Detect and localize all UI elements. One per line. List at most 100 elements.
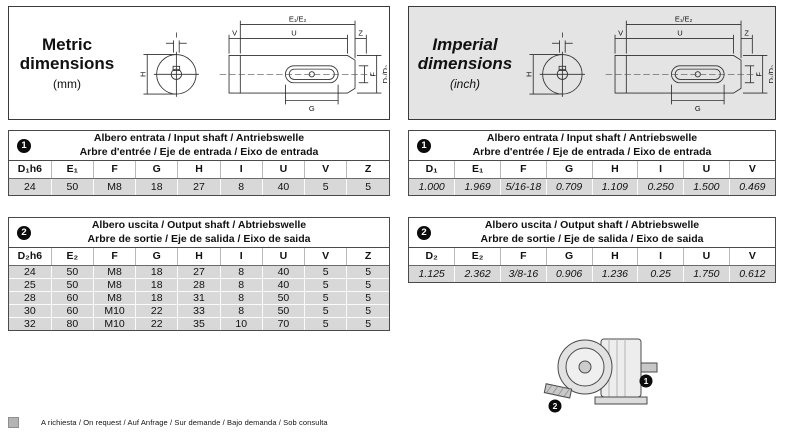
table-header: 1 Albero entrata / Input shaft / Antrieb… (9, 131, 389, 161)
table-cell: 5 (304, 317, 348, 330)
table-cell: 5 (304, 291, 348, 305)
metric-input-shaft-table: 1 Albero entrata / Input shaft / Antrieb… (8, 130, 390, 196)
callout-1-number: 1 (644, 376, 649, 386)
column-header: I (220, 248, 263, 266)
table-cell: 18 (135, 178, 179, 195)
callout-badges: 1 2 (548, 374, 653, 413)
table-cell: 0.612 (729, 265, 775, 282)
table-cell: 50 (262, 304, 306, 318)
column-header: E₂ (454, 248, 501, 266)
column-header: V (729, 248, 775, 266)
dim-label-f: F (369, 72, 378, 77)
table-cell: 25 (9, 278, 52, 292)
column-header: E₁ (454, 161, 501, 179)
imperial-panel-title: Imperial dimensions (inch) (409, 7, 521, 119)
table-cell: 8 (220, 291, 263, 305)
column-header: V (304, 161, 348, 179)
column-header: Z (346, 161, 389, 179)
table-cell: 2.362 (454, 265, 501, 282)
column-header: F (93, 248, 137, 266)
metric-drawing-area: I H V E₁/E₂ U Z G F D₁/D₂ (125, 7, 389, 119)
table-cell: 8 (220, 304, 263, 318)
table-cell: 1.969 (454, 178, 501, 195)
table-cell: 5 (304, 278, 348, 292)
table-cell: 40 (262, 278, 306, 292)
column-header: H (592, 248, 639, 266)
table-cell: M8 (93, 291, 137, 305)
table-cell: M10 (93, 317, 137, 330)
table-title-line2: Arbre de sortie / Eje de salida / Eixo d… (87, 232, 311, 245)
table-header: 2 Albero uscita / Output shaft / Abtrieb… (409, 218, 775, 248)
table-title-line2: Arbre d'entrée / Eje de entrada / Eixo d… (472, 145, 712, 158)
shaft-dimension-drawing: I H V E₁/E₂ U Z G F D₁/D₂ (138, 15, 387, 113)
table-cell: 33 (177, 304, 221, 318)
footnote-text: A richiesta / On request / Auf Anfrage /… (41, 418, 328, 427)
panel-title-line2: dimensions (417, 54, 513, 73)
dim-label-g: G (309, 104, 315, 113)
table-cell: 0.25 (637, 265, 684, 282)
table-cell: M8 (93, 265, 137, 279)
table-cell: 27 (177, 265, 221, 279)
callout-2-badge: 2 (17, 225, 31, 240)
table-cell: 0.709 (546, 178, 593, 195)
column-header: G (546, 161, 593, 179)
table-cell: 60 (51, 291, 94, 305)
table-cell: 1.236 (592, 265, 639, 282)
table-header: 2 Albero uscita / Output shaft / Abtrieb… (9, 218, 389, 248)
dim-label-i: I (175, 31, 177, 40)
dim-label-g: G (695, 104, 701, 113)
column-header: G (546, 248, 593, 266)
column-header: H (592, 161, 639, 179)
column-header: G (135, 161, 179, 179)
table-cell: 28 (9, 291, 52, 305)
column-header: F (93, 161, 137, 179)
column-header: E₂ (51, 248, 94, 266)
table-cell: 5 (304, 265, 348, 279)
table-cell: 1.000 (409, 178, 456, 195)
column-header: I (637, 161, 684, 179)
table-cell: 3/8-16 (500, 265, 547, 282)
callout-badge-cell: 2 (9, 218, 39, 247)
column-header: D₁ (409, 161, 456, 179)
column-header: V (304, 248, 348, 266)
table-cell: 30 (9, 304, 52, 318)
table-cell: 5/16-18 (500, 178, 547, 195)
table-cell: 27 (177, 178, 221, 195)
footnote: A richiesta / On request / Auf Anfrage /… (8, 417, 328, 428)
column-header: D₂h6 (9, 248, 52, 266)
table-cell: 24 (9, 265, 52, 279)
imperial-dimensions-panel: Imperial dimensions (inch) (408, 6, 776, 120)
callout-1-badge: 1 (17, 138, 31, 153)
panel-title-line2: dimensions (19, 54, 115, 73)
table-cell: 8 (220, 265, 263, 279)
metric-dimensions-panel: Metric dimensions (mm) (8, 6, 390, 120)
dim-label-e: E₁/E₂ (675, 15, 693, 24)
table-title-line1: Albero uscita / Output shaft / Abtriebsw… (91, 218, 307, 231)
dim-label-u: U (677, 29, 682, 38)
column-header: I (637, 248, 684, 266)
column-header: E₁ (51, 161, 94, 179)
table-cell: 28 (177, 278, 221, 292)
table-cell: 24 (9, 178, 52, 195)
dim-label-v: V (618, 29, 623, 38)
table-header: 1 Albero entrata / Input shaft / Antrieb… (409, 131, 775, 161)
table-cell: 5 (346, 278, 389, 292)
table-cell: M8 (93, 278, 137, 292)
dim-label-i: I (561, 31, 563, 40)
callout-badge-cell: 2 (409, 218, 439, 247)
table-cell: 70 (262, 317, 306, 330)
callout-2-badge: 2 (417, 225, 431, 240)
dim-label-d: D₁/D₂ (767, 65, 773, 83)
column-header: U (683, 248, 730, 266)
table-cell: 40 (262, 178, 306, 195)
table-cell: M8 (93, 178, 137, 195)
